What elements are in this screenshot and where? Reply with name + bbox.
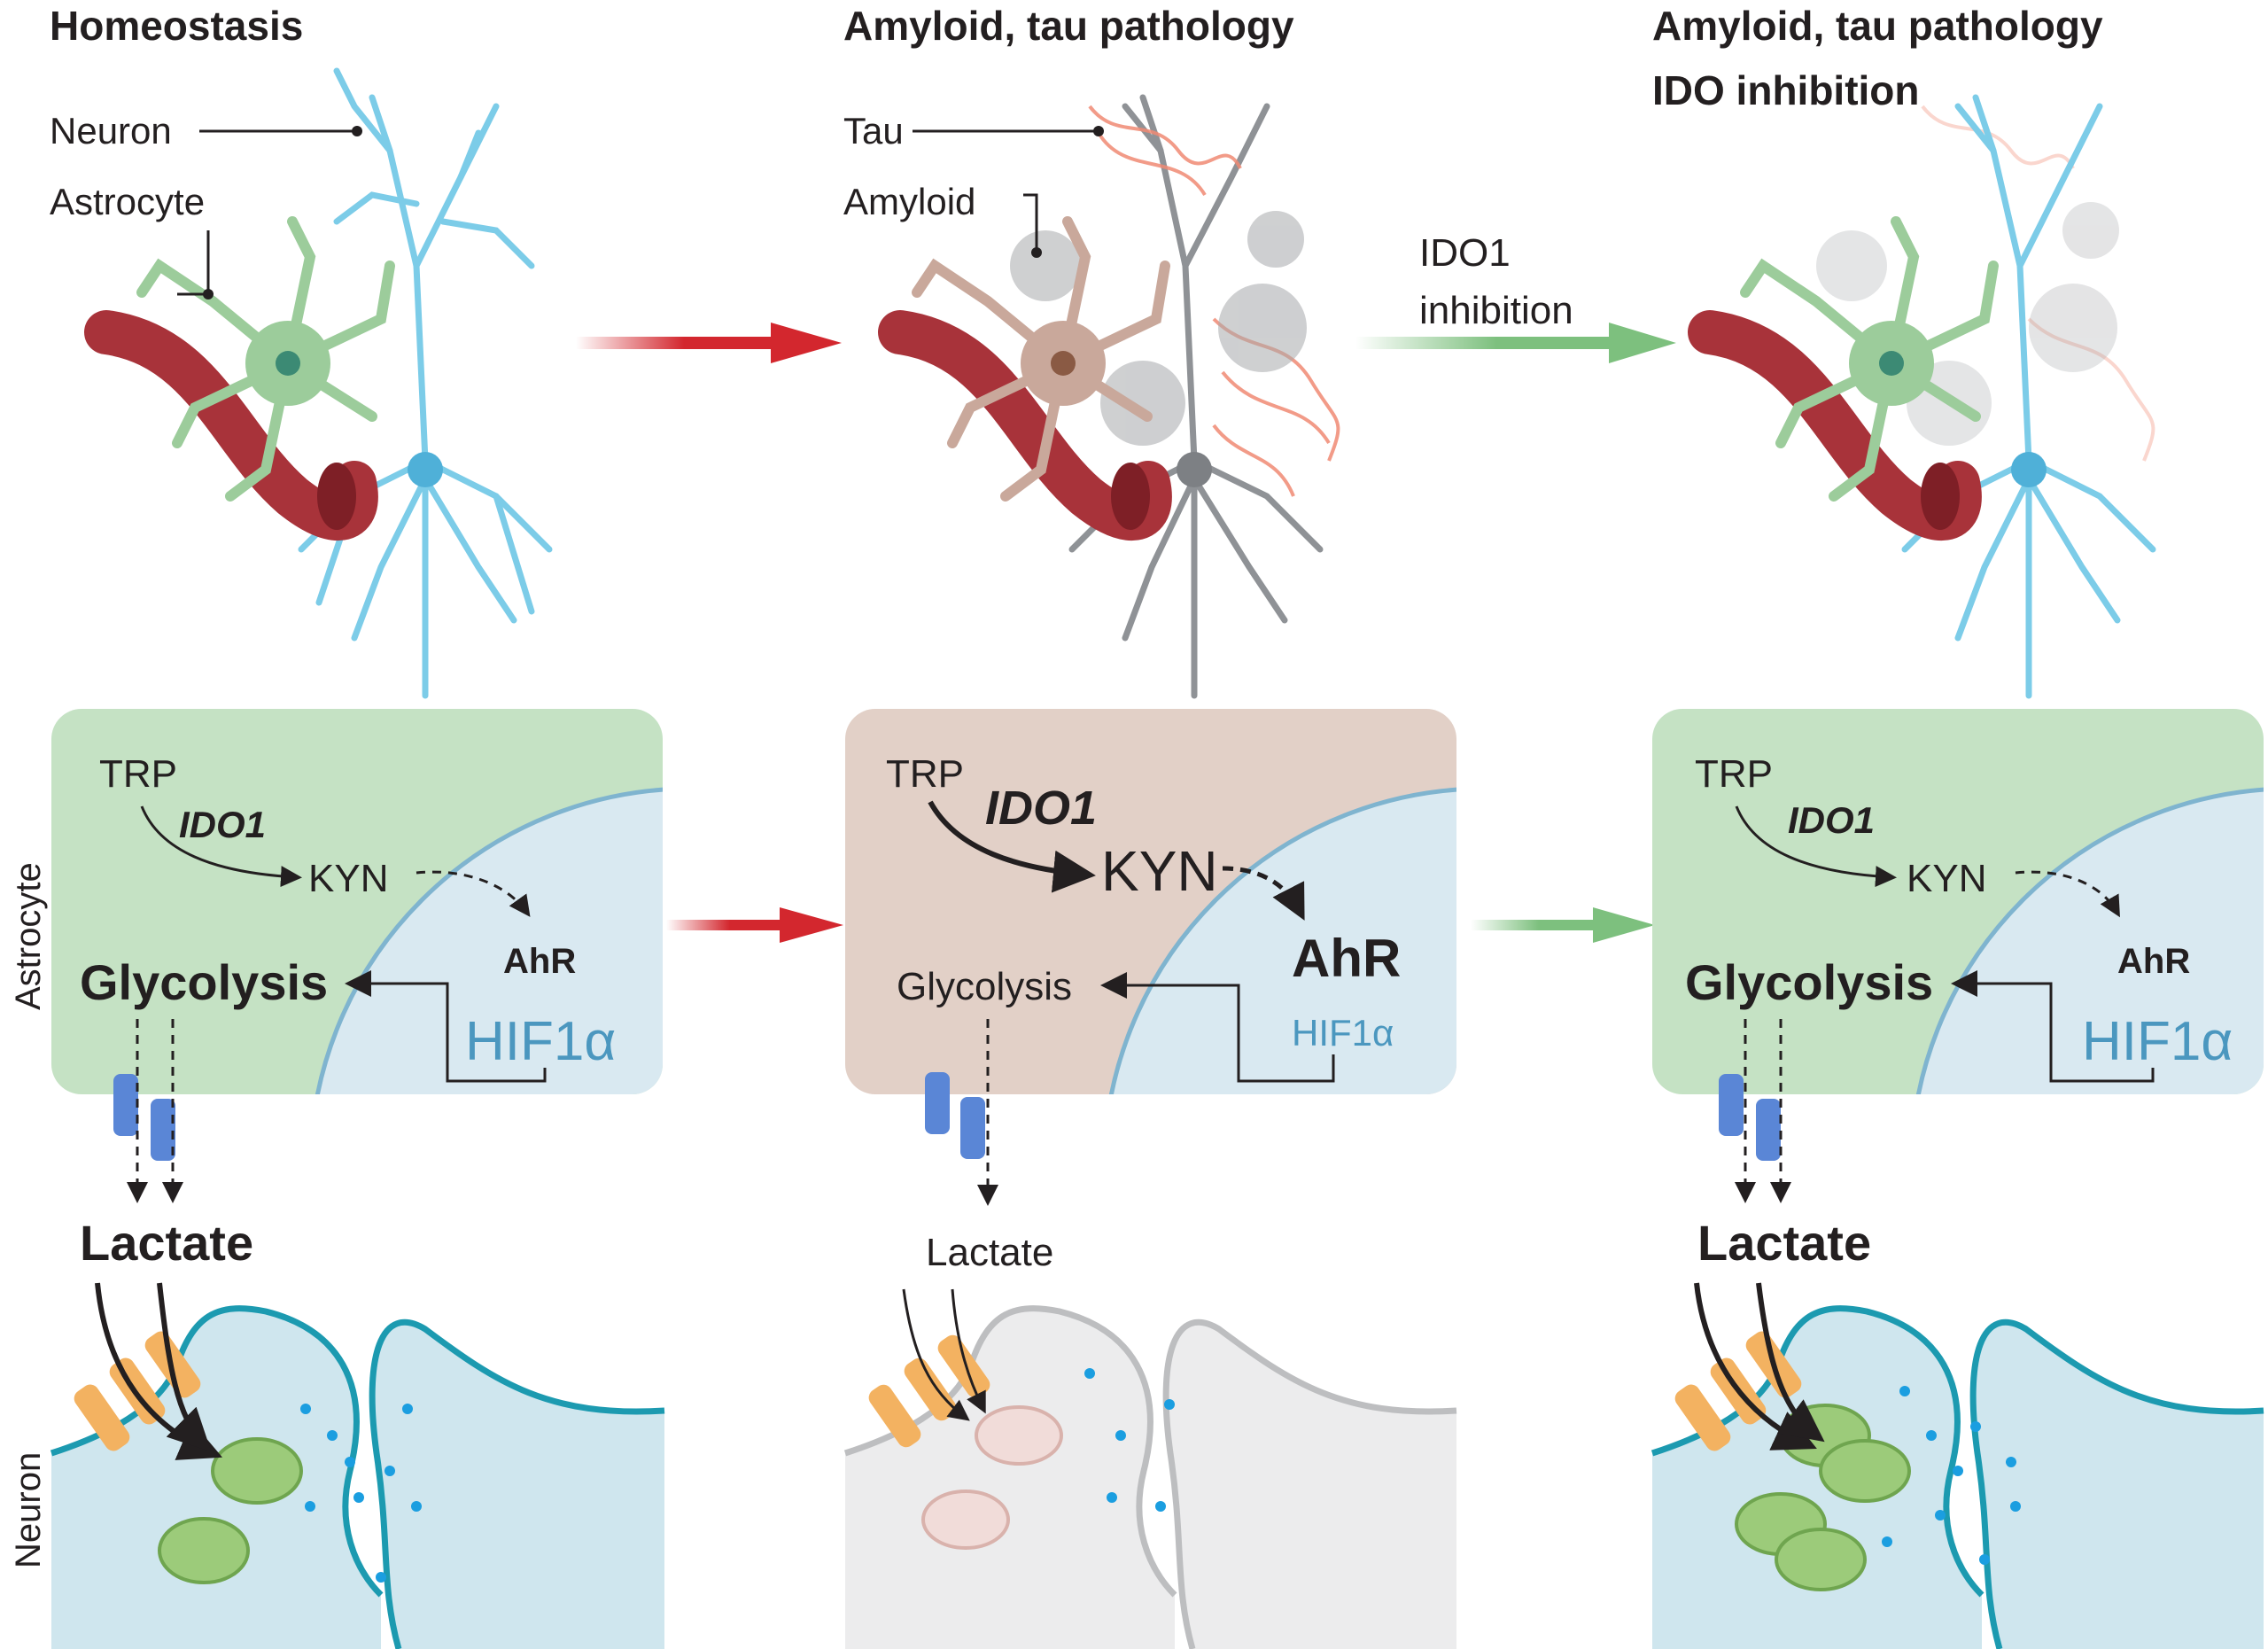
neuron-callout-label: Neuron [50, 110, 172, 152]
hif-to-glycolysis-arrow [1100, 972, 1335, 1083]
arrow-box2-to-box3 [1471, 907, 1655, 943]
glycolysis-label: Glycolysis [1685, 954, 1933, 1010]
neuron-soma [408, 452, 443, 487]
panel1-cell-illustration: Neuron Astrocyte [50, 67, 553, 699]
arrow-box1-to-box2 [666, 907, 843, 943]
panel3-astrocyte-box: TRP IDO1 KYN AhR HIF1α Glycolysis [1652, 709, 2264, 1094]
trp-to-kyn-arrow [928, 800, 1096, 893]
amyloid-plaques [1010, 211, 1307, 446]
astrocyte-callout-label: Astrocyte [50, 181, 205, 222]
glycolysis-label: Glycolysis [80, 954, 328, 1010]
nucleus-region [307, 786, 663, 1094]
arrow-pathology-to-inhibition [1355, 323, 1676, 363]
trp-label: TRP [99, 752, 177, 796]
kyn-label: KYN [1101, 839, 1218, 903]
panel2-title: Amyloid, tau pathology [843, 3, 1294, 49]
panel3-lactate-export-arrows [1735, 1019, 1791, 1203]
trp-label: TRP [886, 752, 964, 796]
amyloid-callout-label: Amyloid [843, 181, 975, 222]
astrocyte-side-label: Astrocyte [9, 862, 48, 1010]
neuron-side-label: Neuron [9, 1452, 48, 1568]
kyn-label: KYN [308, 857, 388, 900]
mitochondria [158, 1437, 303, 1584]
glycolysis-label: Glycolysis [897, 965, 1072, 1008]
nucleus-region [1908, 786, 2264, 1094]
faded-tau [1921, 105, 2155, 462]
hif-to-glycolysis-arrow [1951, 970, 2155, 1083]
panel3-subtitle: IDO inhibition [1652, 67, 1920, 113]
ido1-inhibition-label-1: IDO1 [1419, 231, 1511, 275]
hif1a-label: HIF1α [465, 1011, 616, 1072]
panel1-lactate-export-arrows [127, 1019, 183, 1203]
tau-tangles [1088, 105, 1340, 497]
hif-to-glycolysis-arrow [345, 970, 547, 1083]
panel3-synapse [1651, 1282, 2264, 1649]
ido1-inhibition-label-2: inhibition [1419, 289, 1573, 332]
kyn-label: KYN [1907, 857, 1986, 900]
tau-callout-label: Tau [843, 110, 904, 152]
ahr-label: AhR [2117, 942, 2190, 981]
ahr-label: AhR [503, 942, 576, 981]
astrocyte-nucleus [276, 351, 300, 376]
vessel-lumen [317, 463, 356, 530]
panel2-lactate-label: Lactate [926, 1231, 1053, 1274]
panel1-lactate-label: Lactate [80, 1215, 253, 1271]
neuron-callout-dot [352, 126, 362, 136]
vesicles [300, 1404, 422, 1583]
panel1-title: Homeostasis [50, 3, 303, 49]
arrow-homeostasis-to-pathology [576, 323, 842, 363]
neuron-dendrites [298, 67, 553, 699]
trp-to-kyn-arrow [140, 805, 302, 888]
panel3-title: Amyloid, tau pathology [1652, 3, 2103, 49]
panel1-synapse [50, 1282, 665, 1649]
neuron-soma [2011, 452, 2047, 487]
trp-to-kyn-arrow [1735, 805, 1897, 888]
ido1-label: IDO1 [985, 782, 1097, 835]
panel3-lactate-label: Lactate [1697, 1215, 1871, 1271]
amyloid-callout-line [1023, 193, 1038, 253]
ahr-label: AhR [1292, 929, 1401, 988]
astrocyte-nucleus [1051, 351, 1076, 376]
panel3-glucose-transporters [1719, 1074, 1781, 1161]
panel2-astrocyte-box: TRP IDO1 KYN AhR HIF1α Glycolysis [845, 709, 1456, 1094]
panel1-astrocyte-box: TRP IDO1 KYN AhR HIF1α Glycolysis [51, 709, 663, 1094]
panel2-synapse [843, 1288, 1457, 1649]
trp-label: TRP [1695, 752, 1773, 796]
hif1a-label: HIF1α [1292, 1012, 1394, 1054]
hif1a-label: HIF1α [2082, 1011, 2233, 1072]
kyn-to-ahr-arrow [2015, 870, 2120, 918]
astrocyte-nucleus [1879, 351, 1904, 376]
kyn-to-ahr-arrow [416, 870, 531, 917]
panel2-glucose-transporters [925, 1072, 985, 1159]
neuron-soma [1177, 452, 1212, 487]
panel2-cell-illustration: Tau Amyloid [843, 94, 1340, 699]
panel1-glucose-transporters [113, 1074, 175, 1161]
ido1-label: IDO1 [1788, 799, 1875, 841]
nucleus-region [1101, 786, 1456, 1094]
panel3-cell-illustration [1688, 94, 2156, 699]
ido1-label: IDO1 [179, 804, 266, 845]
astrocyte-callout-dot [203, 289, 214, 299]
